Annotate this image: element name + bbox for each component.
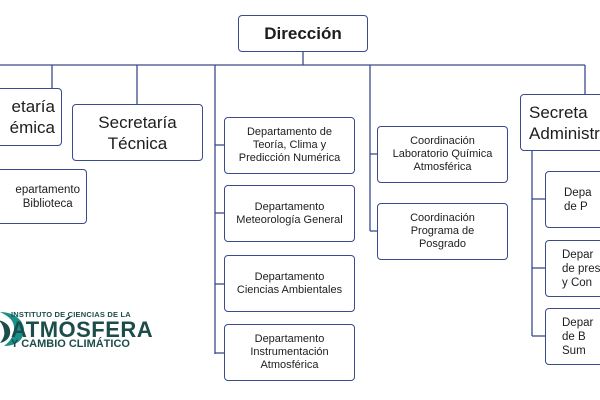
dept-right-3-box: Depar de B Sum (545, 308, 600, 365)
dept-instrumentacion-label: Departamento Instrumentación Atmosférica (250, 333, 329, 371)
dept-meteorologia-label: Departamento Meteorología General (236, 200, 343, 226)
institute-logo-mark (0, 312, 24, 346)
dept-ciencias-ambientales-label: Departamento Ciencias Ambientales (236, 270, 343, 296)
dept-teoria-clima-box: Departamento de Teoría, Clima y Predicci… (224, 117, 355, 174)
secretaria-tecnica-label: Secretaría Técnica (98, 112, 177, 153)
coord-posgrado-label: Coordinación Programa de Posgrado (410, 212, 475, 250)
secretaria-tecnica-box: Secretaría Técnica (72, 104, 203, 161)
logo-line-1: INSTITUTO DE CIENCIAS DE LA (11, 310, 131, 319)
coord-laboratorio-label: Coordinación Laboratorio Química Atmosfé… (392, 135, 493, 173)
secretaria-administrativa-label: Secreta Administr (529, 102, 600, 143)
departamento-biblioteca-label: epartamento Biblioteca (15, 183, 80, 210)
institute-logo: INSTITUTO DE CIENCIAS DE LA ATMÓSFERA Y … (0, 300, 160, 360)
dept-meteorologia-box: Departamento Meteorología General (224, 185, 355, 242)
secretaria-administrativa-box: Secreta Administr (520, 94, 600, 151)
secretaria-academica-label: etaría émica (9, 97, 55, 137)
departamento-biblioteca-box: epartamento Biblioteca (0, 169, 87, 224)
direccion-label: Dirección (264, 23, 342, 43)
dept-right-2-label: Depar de pres y Con (562, 248, 600, 289)
coord-laboratorio-box: Coordinación Laboratorio Química Atmosfé… (377, 126, 508, 183)
dept-teoria-clima-label: Departamento de Teoría, Clima y Predicci… (238, 126, 341, 164)
logo-line-2: ATMÓSFERA (11, 317, 154, 342)
logo-line-3: Y CAMBIO CLIMÁTICO (11, 338, 130, 350)
coord-posgrado-box: Coordinación Programa de Posgrado (377, 203, 508, 260)
dept-ciencias-ambientales-box: Departamento Ciencias Ambientales (224, 255, 355, 312)
dept-instrumentacion-box: Departamento Instrumentación Atmosférica (224, 324, 355, 381)
dept-right-3-label: Depar de B Sum (562, 316, 594, 357)
direccion-box: Dirección (238, 15, 368, 52)
secretaria-academica-box: etaría émica (0, 88, 62, 146)
dept-right-1-label: Depa de P (564, 186, 592, 213)
dept-right-2-box: Depar de pres y Con (545, 240, 600, 297)
dept-right-1-box: Depa de P (545, 171, 600, 228)
